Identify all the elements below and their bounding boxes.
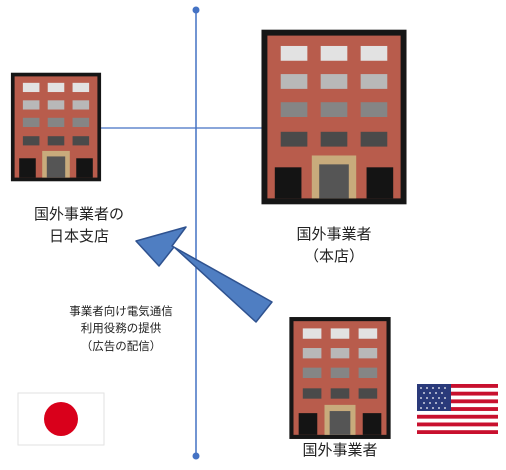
service-label-line2: 利用役務の提供 bbox=[80, 321, 162, 336]
foreign-operator-label: 国外事業者 bbox=[280, 440, 400, 462]
head-office-label-line1: 国外事業者 bbox=[296, 225, 372, 243]
branch-label-line2: 日本支店 bbox=[48, 226, 109, 245]
branch-label: 国外事業者の 日本支店 bbox=[4, 204, 154, 248]
service-label-line3: （広告の配信） bbox=[80, 338, 162, 353]
branch-label-line1: 国外事業者の bbox=[33, 205, 124, 223]
head-office-label-line2: （本店） bbox=[303, 246, 364, 265]
foreign-operator-label-line1: 国外事業者 bbox=[302, 441, 378, 459]
head-office-building-icon bbox=[261, 29, 407, 205]
service-label: 事業者向け電気通信 利用役務の提供 （広告の配信） bbox=[46, 303, 196, 355]
head-office-label: 国外事業者 （本店） bbox=[264, 224, 404, 268]
service-label-line1: 事業者向け電気通信 bbox=[69, 304, 173, 318]
branch-building-icon bbox=[10, 72, 102, 182]
japan-flag-icon bbox=[17, 392, 105, 446]
divider-bottom-dot bbox=[192, 452, 200, 460]
divider-top-dot bbox=[192, 6, 200, 14]
service-arrow-icon bbox=[135, 226, 273, 323]
foreign-operator-building-icon bbox=[289, 317, 391, 439]
usa-flag-icon bbox=[417, 384, 498, 434]
